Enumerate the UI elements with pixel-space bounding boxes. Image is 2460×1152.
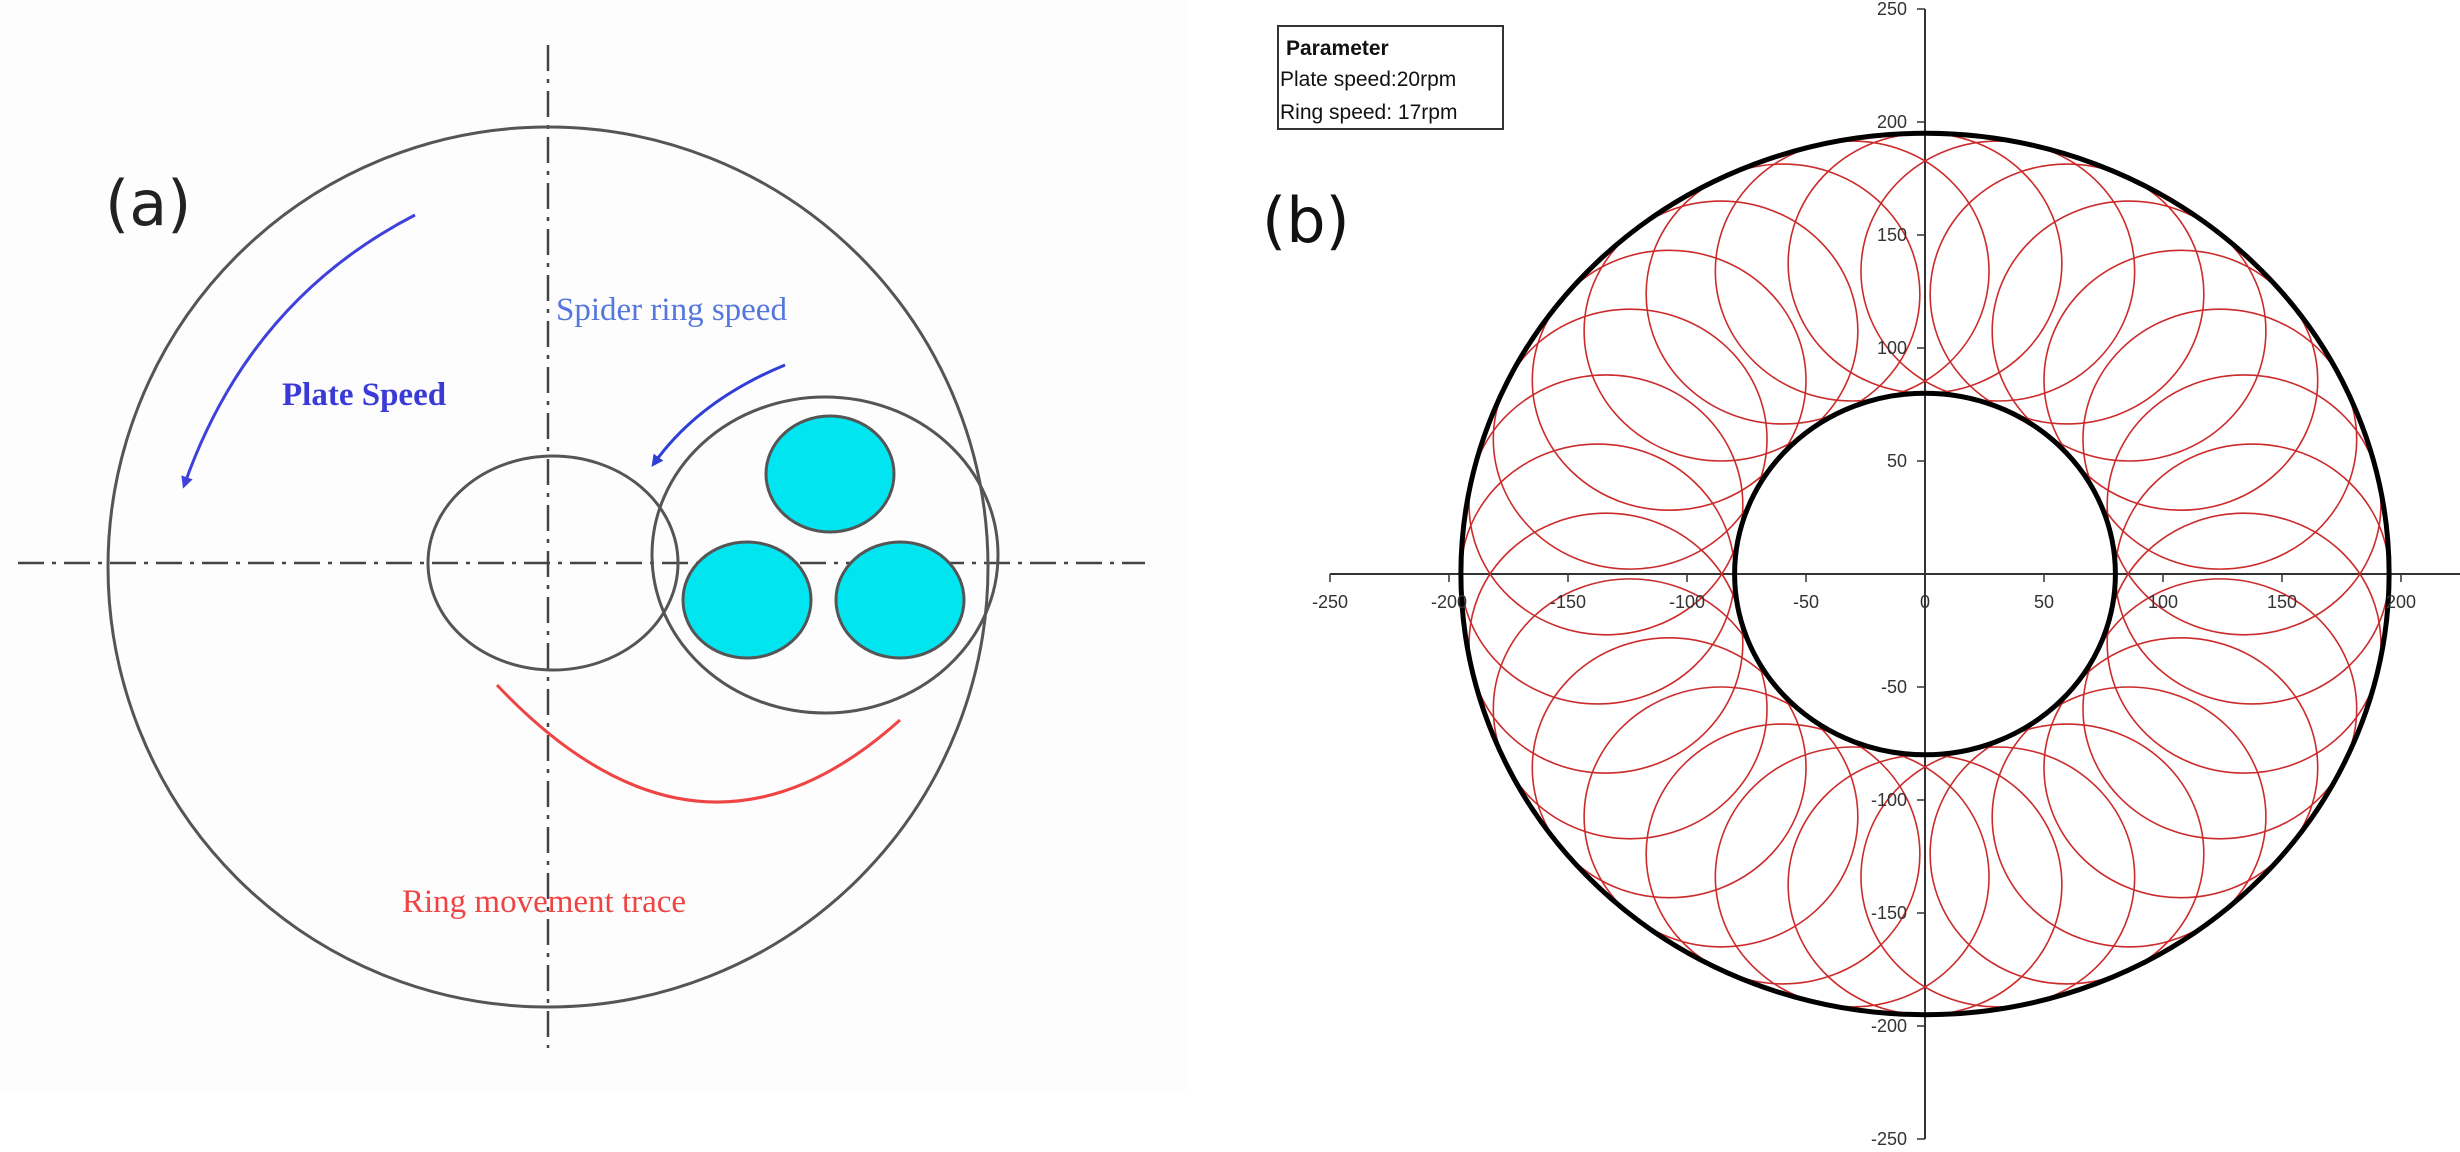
pellet-top (764, 414, 896, 534)
y-tick-label: -250 (1871, 1129, 1907, 1149)
plate-speed-label: Plate Speed (282, 377, 446, 413)
spider-ring-circle (650, 395, 1000, 715)
trace-circle (1492, 578, 1768, 840)
x-tick-label: -50 (1793, 592, 1819, 612)
panel-a-schematic: (a) Plate Speed Spider ring speed Ring m… (0, 0, 1190, 1090)
trace-circle (1714, 746, 1990, 1008)
y-tick-label: -200 (1871, 1016, 1907, 1036)
trace-circle (1929, 723, 2205, 985)
panel-b-chart: -250 -200 -150 -100 -50 0 50 100 150 200 250 -250 -2… (1250, 0, 2460, 1152)
axis-ticks: -250 -200 -150 -100 -50 0 50 100 150 200 250 -250 -2… (1312, 0, 2416, 1149)
trace-circle (2106, 512, 2382, 774)
trace-circle (1645, 163, 1921, 425)
x-tick-label: 200 (2386, 592, 2416, 612)
trace-circle (2082, 578, 2358, 840)
trace-circle (1860, 746, 2136, 1008)
x-tick-label: 50 (2034, 592, 2054, 612)
x-tick-label: 150 (2267, 592, 2297, 612)
trace-circle (2082, 308, 2358, 570)
schematic-svg: (a) Plate Speed Spider ring speed Ring m… (18, 45, 1145, 1048)
legend-ring-speed: Ring speed: 17rpm (1280, 101, 1457, 124)
plate-outer-circle (106, 125, 990, 1009)
legend-plate-speed: Plate speed:20rpm (1280, 68, 1456, 91)
pellet-bottom-right (834, 540, 966, 660)
panel-b-label: (b) (1262, 184, 1350, 257)
spider-ring-speed-label: Spider ring speed (556, 292, 787, 328)
trace-circle (1531, 636, 1807, 899)
trace-circle (1929, 163, 2205, 425)
inner-boundary-circle (1732, 390, 2118, 758)
pellet-bottom-left (681, 540, 813, 660)
x-tick-label: -250 (1312, 592, 1348, 612)
trace-circle (1492, 308, 1768, 570)
spider-ring-speed-arrow (651, 363, 786, 467)
outer-boundary-circle (1458, 130, 2392, 1018)
trace-circle (1583, 686, 1859, 948)
x-tick-label: -200 (1431, 592, 1467, 612)
plate-speed-arrow (181, 213, 416, 489)
ring-movement-trace-arc (495, 683, 902, 804)
trace-circle (1468, 512, 1744, 774)
y-tick-label: 100 (1877, 338, 1907, 358)
y-tick-label: 250 (1877, 0, 1907, 19)
y-tick-label: 200 (1877, 112, 1907, 132)
x-tick-label: 0 (1920, 592, 1930, 612)
y-tick-label: -100 (1871, 790, 1907, 810)
trace-circle (2043, 636, 2319, 899)
x-tick-label: -100 (1669, 592, 1705, 612)
trace-circle (1531, 249, 1807, 512)
trace-circle (1583, 200, 1859, 462)
trace-circle (1991, 200, 2267, 462)
legend-title: Parameter (1286, 37, 1389, 60)
x-tick-label: -150 (1550, 592, 1586, 612)
trace-circle (1714, 140, 1990, 402)
ring-movement-trace-label: Ring movement trace (402, 884, 686, 920)
panel-a-label: (a) (105, 167, 191, 240)
y-tick-label: -50 (1881, 677, 1907, 697)
legend-box (1277, 25, 1504, 130)
trace-circle (2043, 249, 2319, 512)
chart-svg: -250 -200 -150 -100 -50 0 50 100 150 200 250 -250 -2… (1262, 0, 2460, 1149)
trace-circle (1645, 723, 1921, 985)
x-tick-label: 100 (2148, 592, 2178, 612)
y-tick-label: -150 (1871, 903, 1907, 923)
y-tick-label: 50 (1887, 451, 1907, 471)
ring-start-circle (426, 454, 680, 672)
trace-circle (1991, 686, 2267, 948)
trace-circle (1860, 140, 2136, 402)
parameter-legend: Parameter Plate speed:20rpm Ring speed: … (1277, 25, 1504, 130)
y-tick-label: 150 (1877, 225, 1907, 245)
